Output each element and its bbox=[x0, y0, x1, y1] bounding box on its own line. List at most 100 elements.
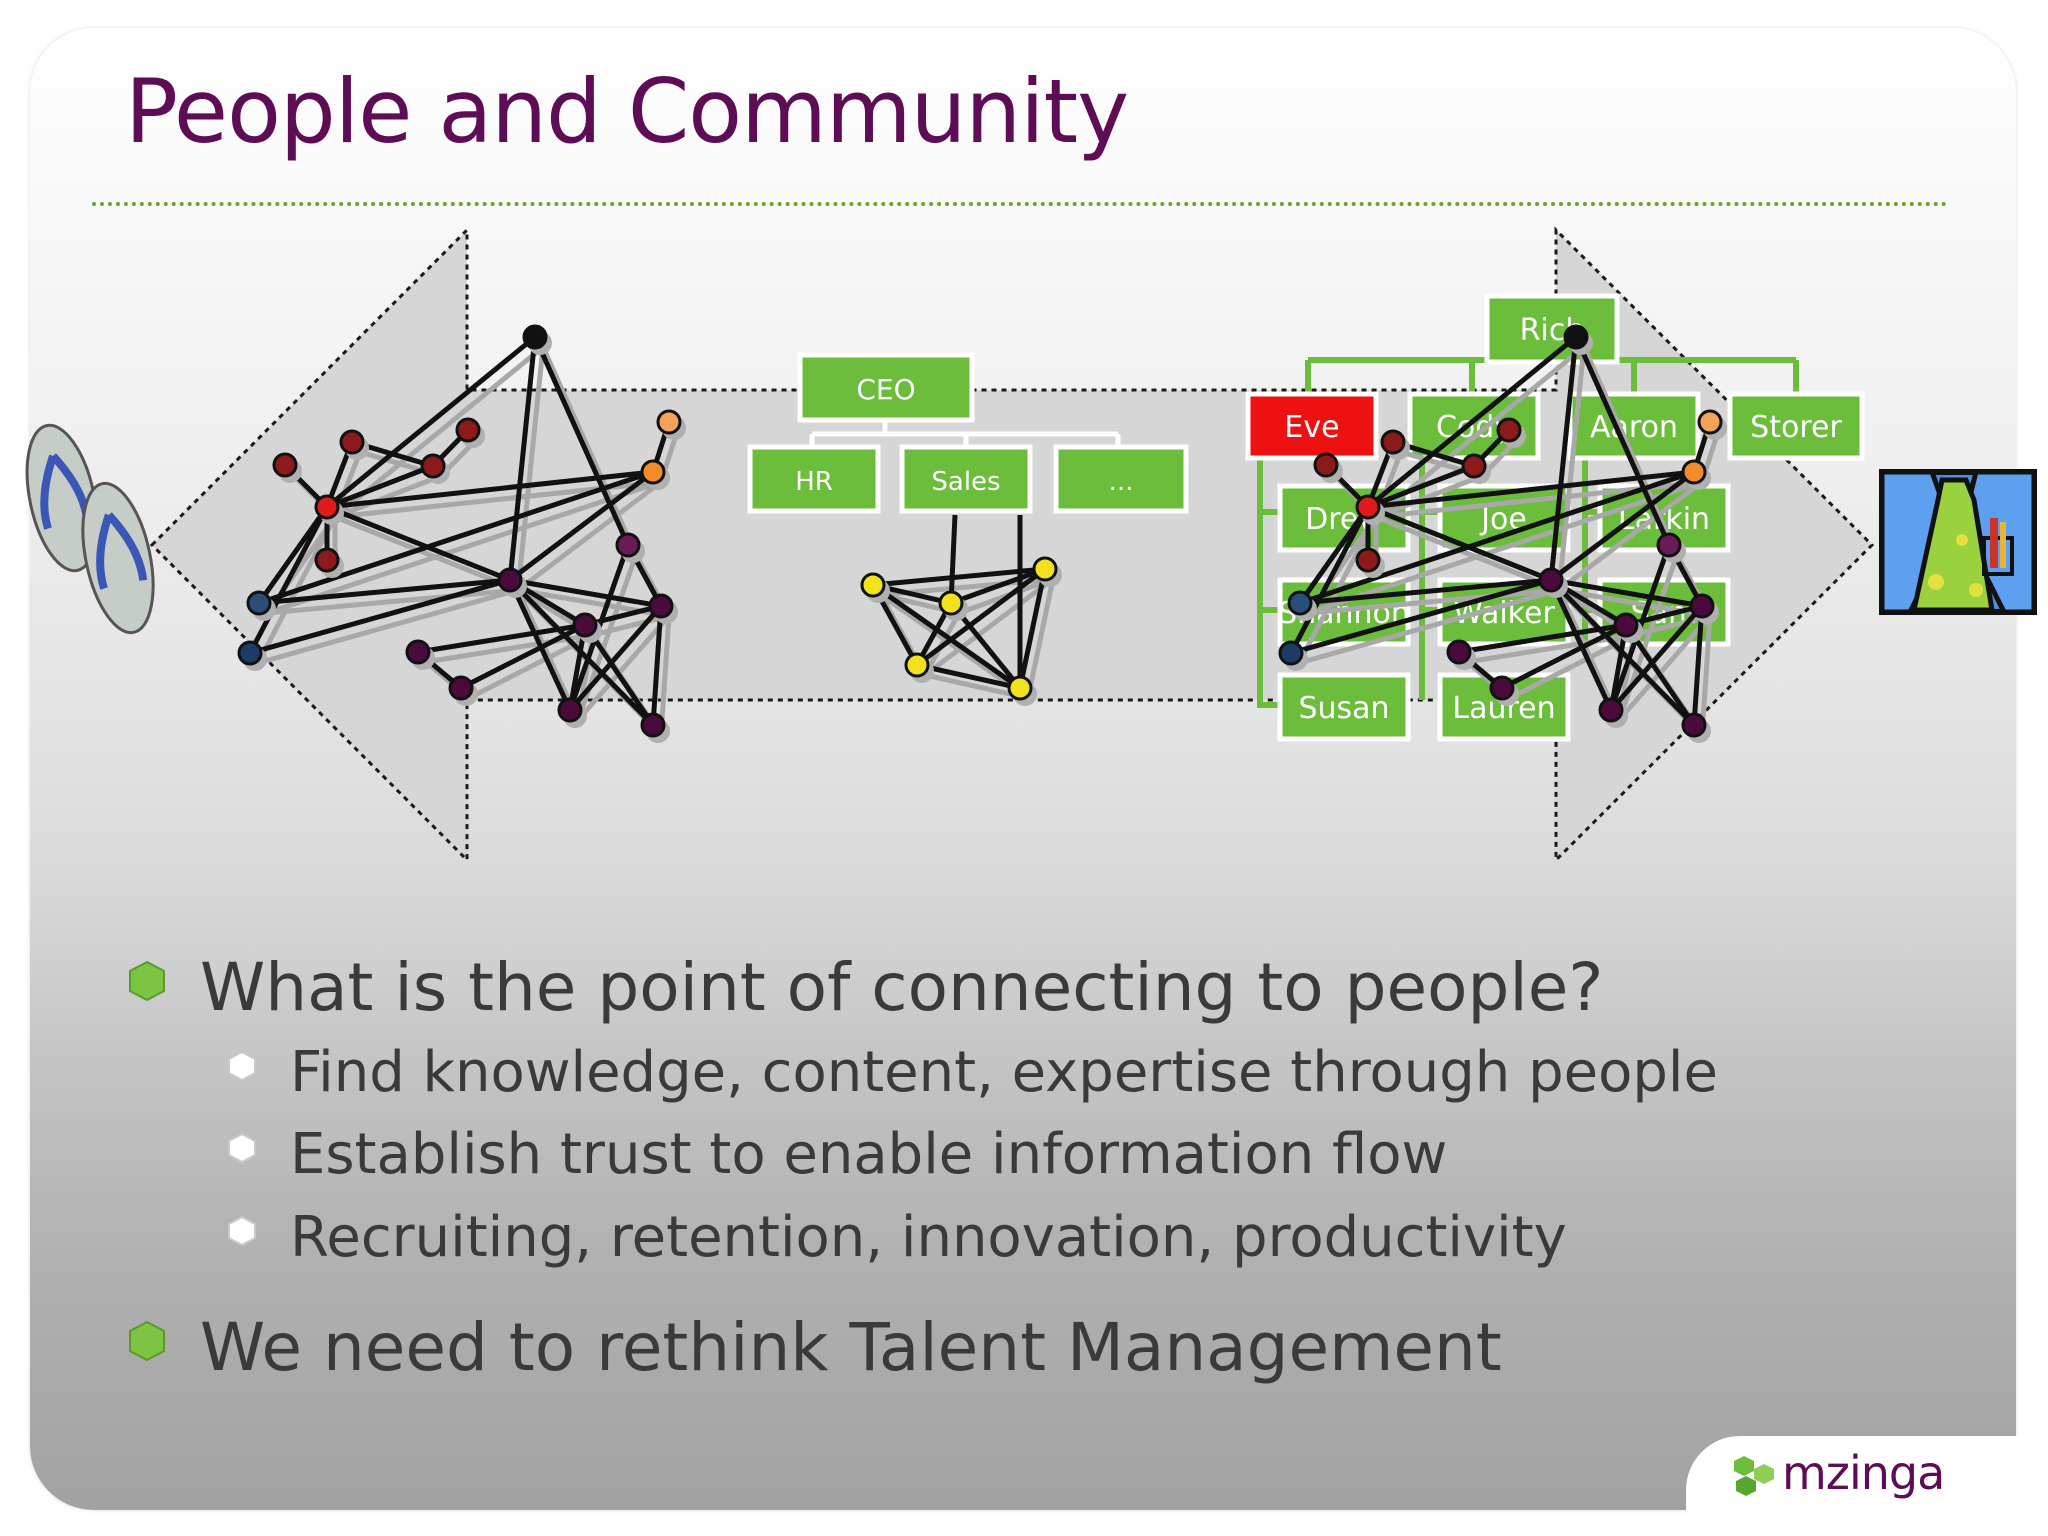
network-node bbox=[1287, 590, 1313, 616]
network-node bbox=[405, 639, 431, 665]
network-node bbox=[272, 452, 298, 478]
network-edge bbox=[1366, 335, 1578, 509]
network-node bbox=[1489, 675, 1515, 701]
org-box-ceo bbox=[797, 352, 975, 423]
network-node bbox=[339, 429, 365, 455]
network-edge-shadow bbox=[334, 473, 442, 520]
network-node bbox=[656, 409, 682, 435]
team-node bbox=[938, 590, 964, 616]
org-box-sales bbox=[899, 444, 1033, 514]
double-arrow bbox=[149, 226, 1875, 864]
network-node bbox=[640, 712, 666, 738]
network-edge bbox=[249, 577, 511, 656]
team-edge-shadow bbox=[879, 592, 1030, 701]
network-node bbox=[1563, 324, 1589, 350]
team-edge bbox=[948, 514, 958, 604]
network-edge-shadow bbox=[257, 587, 519, 666]
network-edge-shadow bbox=[266, 479, 662, 616]
org-box-sales-label: Sales bbox=[931, 467, 1000, 497]
org-box-hr-label: HR bbox=[795, 467, 833, 497]
people-box-eve bbox=[1245, 391, 1379, 461]
team-edge-shadow bbox=[923, 577, 1055, 677]
network-node bbox=[1697, 409, 1723, 435]
org-box-hr bbox=[747, 444, 881, 514]
network-edge bbox=[459, 622, 587, 691]
network-edge bbox=[568, 604, 663, 712]
network-node bbox=[314, 494, 340, 520]
network-edge-shadow bbox=[1617, 614, 1712, 722]
network-node bbox=[1380, 429, 1406, 455]
team-node bbox=[1007, 675, 1033, 701]
network-edge-shadow bbox=[540, 345, 639, 557]
network-edge-shadow bbox=[1557, 480, 1704, 592]
network-edge bbox=[508, 470, 655, 582]
title-divider bbox=[92, 202, 1948, 206]
network-edge bbox=[247, 505, 330, 655]
network-edge bbox=[1367, 504, 1552, 583]
network-edge-shadow bbox=[576, 614, 671, 722]
network-node bbox=[648, 593, 674, 619]
network-edge bbox=[1299, 469, 1695, 606]
network-node bbox=[314, 547, 340, 573]
team-network bbox=[860, 514, 1062, 706]
people-box-aaron bbox=[1567, 391, 1701, 461]
flip-flops-icon bbox=[25, 423, 155, 635]
network-node bbox=[1496, 417, 1522, 443]
network-edge-shadow bbox=[658, 615, 672, 736]
network-node bbox=[615, 532, 641, 558]
network-node bbox=[246, 590, 272, 616]
network-node bbox=[237, 640, 263, 666]
network-node bbox=[1656, 532, 1682, 558]
network-edge bbox=[1691, 605, 1705, 726]
network-edge bbox=[326, 504, 511, 583]
network-edge-shadow bbox=[1375, 514, 1560, 593]
network-edge bbox=[325, 335, 537, 509]
team-edge bbox=[916, 662, 1021, 691]
network-edge bbox=[509, 577, 662, 609]
network-edge bbox=[532, 335, 631, 547]
network-edge bbox=[1367, 463, 1475, 510]
network-edge bbox=[1548, 336, 1579, 581]
network-node bbox=[1355, 494, 1381, 520]
slide-title: People and Community bbox=[125, 60, 1129, 163]
network-edge bbox=[1500, 622, 1628, 691]
network-edge bbox=[1549, 470, 1696, 582]
org-box-ceo-label: CEO bbox=[856, 373, 915, 406]
team-edge bbox=[915, 567, 1047, 667]
shirt-and-tie-icon bbox=[1879, 469, 2037, 615]
network-edge bbox=[1367, 469, 1695, 510]
network-edge bbox=[326, 469, 654, 510]
network-edge bbox=[417, 622, 586, 655]
people-box-aaron-label: Aaron bbox=[1590, 410, 1678, 445]
network-edge-shadow bbox=[1307, 479, 1703, 616]
network-node bbox=[1613, 612, 1639, 638]
networks bbox=[237, 324, 1727, 743]
network-node bbox=[1538, 567, 1564, 593]
team-edge bbox=[871, 582, 1022, 691]
people-box-susan-label: Susan bbox=[1298, 691, 1389, 726]
network-node bbox=[640, 459, 666, 485]
network-edge bbox=[1458, 622, 1627, 655]
network-node bbox=[497, 567, 523, 593]
network-node bbox=[557, 697, 583, 723]
people-box-storer bbox=[1727, 391, 1865, 461]
network-node bbox=[1681, 712, 1707, 738]
network-node bbox=[1689, 593, 1715, 619]
network-node bbox=[1355, 547, 1381, 573]
network-edge-shadow bbox=[516, 480, 663, 592]
network-edge-shadow bbox=[1581, 345, 1680, 557]
slide-background bbox=[30, 28, 2016, 1510]
network-edge-shadow bbox=[515, 346, 546, 591]
network-node bbox=[1598, 697, 1624, 723]
people-box-storer-label: Storer bbox=[1750, 410, 1842, 445]
network-edge-shadow bbox=[1699, 615, 1713, 736]
team-edge bbox=[1017, 568, 1048, 689]
logo-wordmark: mzinga bbox=[1782, 1446, 1945, 1500]
network-edge-shadow bbox=[266, 587, 519, 616]
network-edge-shadow bbox=[1375, 473, 1483, 520]
people-box-root bbox=[1484, 293, 1620, 365]
network-edge bbox=[1573, 335, 1672, 547]
network-edge-shadow bbox=[1633, 613, 1711, 638]
right-network bbox=[1278, 324, 1727, 743]
